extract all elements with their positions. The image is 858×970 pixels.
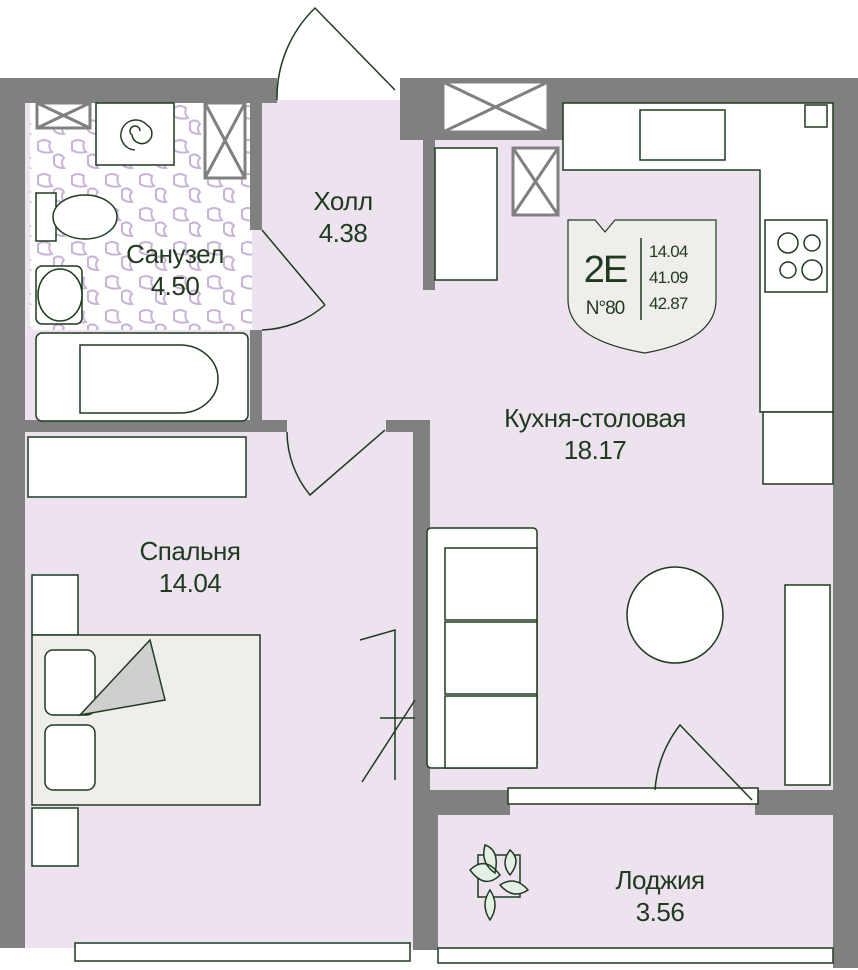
fixtures (27, 6, 834, 964)
apartment-number: N°80 (585, 298, 625, 319)
room-name: Санузел (126, 239, 224, 269)
room-hall: Холл 4.38 (268, 185, 418, 249)
room-loggia: Лоджия 3.56 (580, 864, 740, 928)
room-bedroom: Спальня 14.04 (110, 535, 270, 599)
room-kitchen-dining: Кухня-столовая 18.17 (455, 402, 735, 466)
area: 41.09 (649, 268, 688, 287)
badge-areas: 14.04 41.09 42.87 (649, 239, 688, 317)
apartment-badge (567, 219, 717, 354)
room-name: Лоджия (615, 865, 705, 895)
room-name: Спальня (139, 536, 241, 566)
room-area: 4.50 (150, 271, 200, 301)
room-area: 4.38 (318, 218, 368, 248)
room-area: 18.17 (563, 435, 627, 465)
room-area: 14.04 (158, 568, 222, 598)
room-name: Холл (313, 186, 373, 216)
apartment-type: 2E (583, 249, 628, 291)
room-area: 3.56 (635, 897, 685, 927)
total-area: 42.87 (649, 294, 688, 313)
room-bathroom: Санузел 4.50 (100, 238, 250, 302)
room-name: Кухня-столовая (504, 403, 686, 433)
living-area: 14.04 (649, 242, 688, 261)
